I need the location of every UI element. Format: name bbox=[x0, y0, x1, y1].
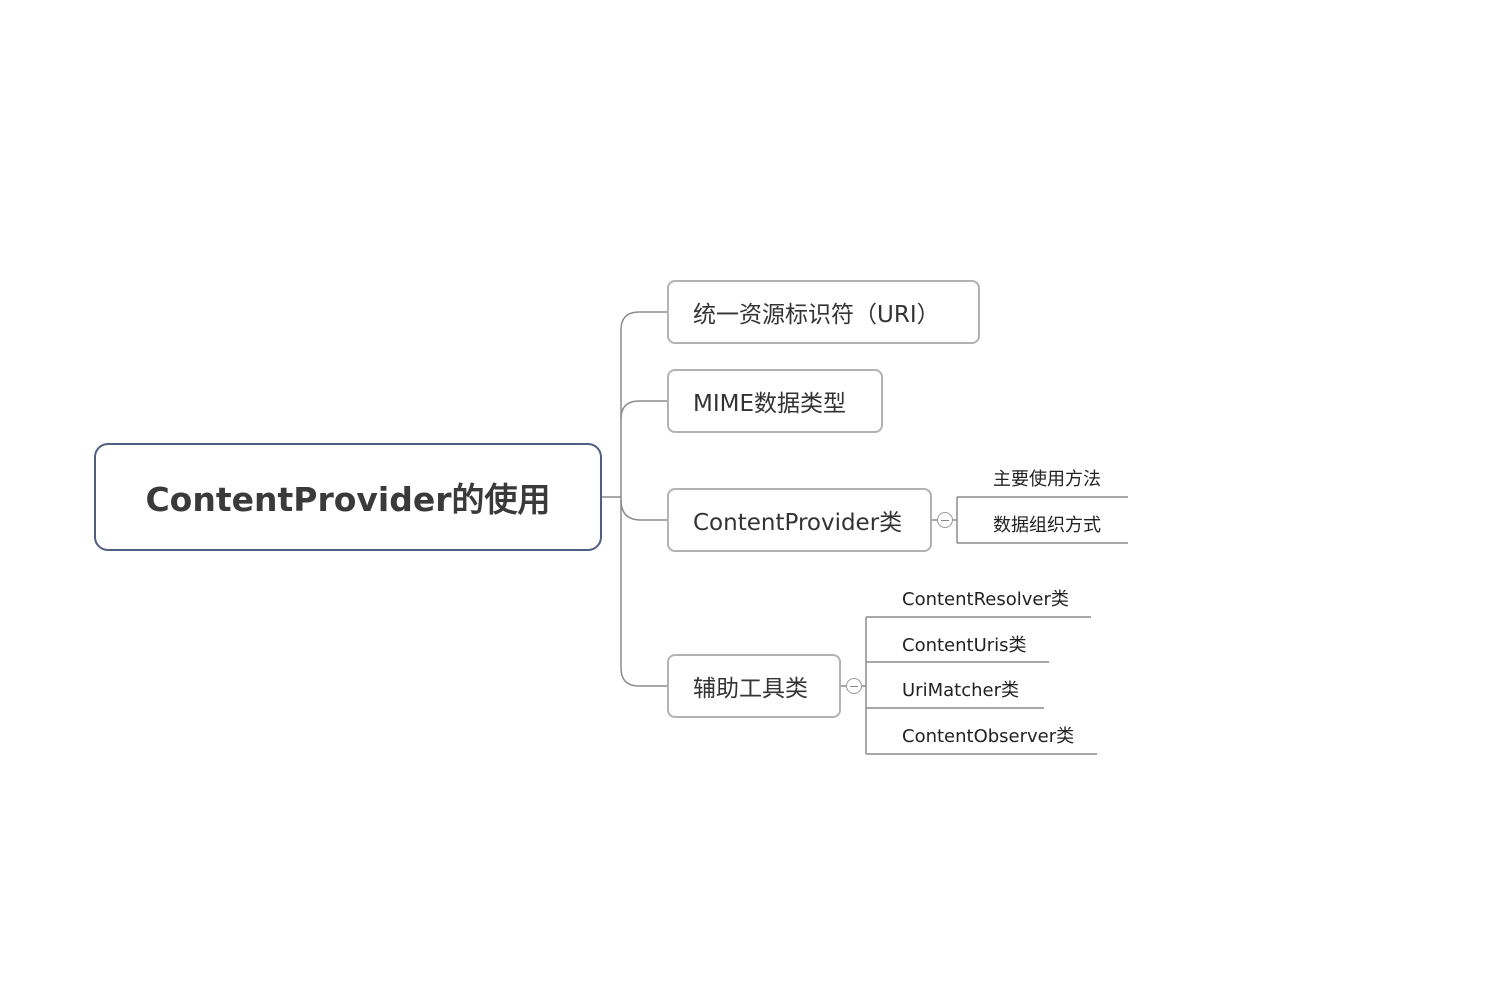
subtopic-data-organization[interactable]: 数据组织方式 bbox=[993, 515, 1101, 536]
branch-connector-uri bbox=[620, 311, 667, 331]
topic-helper-tools[interactable]: 辅助工具类 bbox=[667, 654, 841, 718]
subtopic-contentobserver[interactable]: ContentObserver类 bbox=[902, 726, 1075, 747]
collapse-contentprovider-icon[interactable] bbox=[937, 512, 953, 528]
branch-connector-cp bbox=[620, 499, 667, 521]
topic-contentprovider[interactable]: ContentProvider类 bbox=[667, 488, 932, 552]
topic-helper-tools-label: 辅助工具类 bbox=[693, 676, 808, 702]
topic-mime[interactable]: MIME数据类型 bbox=[667, 369, 883, 433]
topic-mime-label: MIME数据类型 bbox=[693, 391, 847, 417]
topic-contentprovider-label: ContentProvider类 bbox=[693, 510, 903, 536]
root-topic[interactable]: ContentProvider的使用 bbox=[94, 443, 602, 551]
subtopic-urimatcher[interactable]: UriMatcher类 bbox=[902, 680, 1019, 701]
subtopic-main-usage[interactable]: 主要使用方法 bbox=[993, 469, 1101, 490]
root-topic-label: ContentProvider的使用 bbox=[145, 480, 551, 519]
topic-uri-label: 统一资源标识符（URI） bbox=[693, 302, 940, 328]
branch-connector-mime bbox=[620, 400, 667, 420]
subtopic-contenturis[interactable]: ContentUris类 bbox=[902, 635, 1027, 656]
topic-uri[interactable]: 统一资源标识符（URI） bbox=[667, 280, 980, 344]
branch-connector-tools bbox=[620, 667, 667, 687]
collapse-helper-tools-icon[interactable] bbox=[846, 678, 862, 694]
subtopic-contentresolver[interactable]: ContentResolver类 bbox=[902, 589, 1069, 610]
